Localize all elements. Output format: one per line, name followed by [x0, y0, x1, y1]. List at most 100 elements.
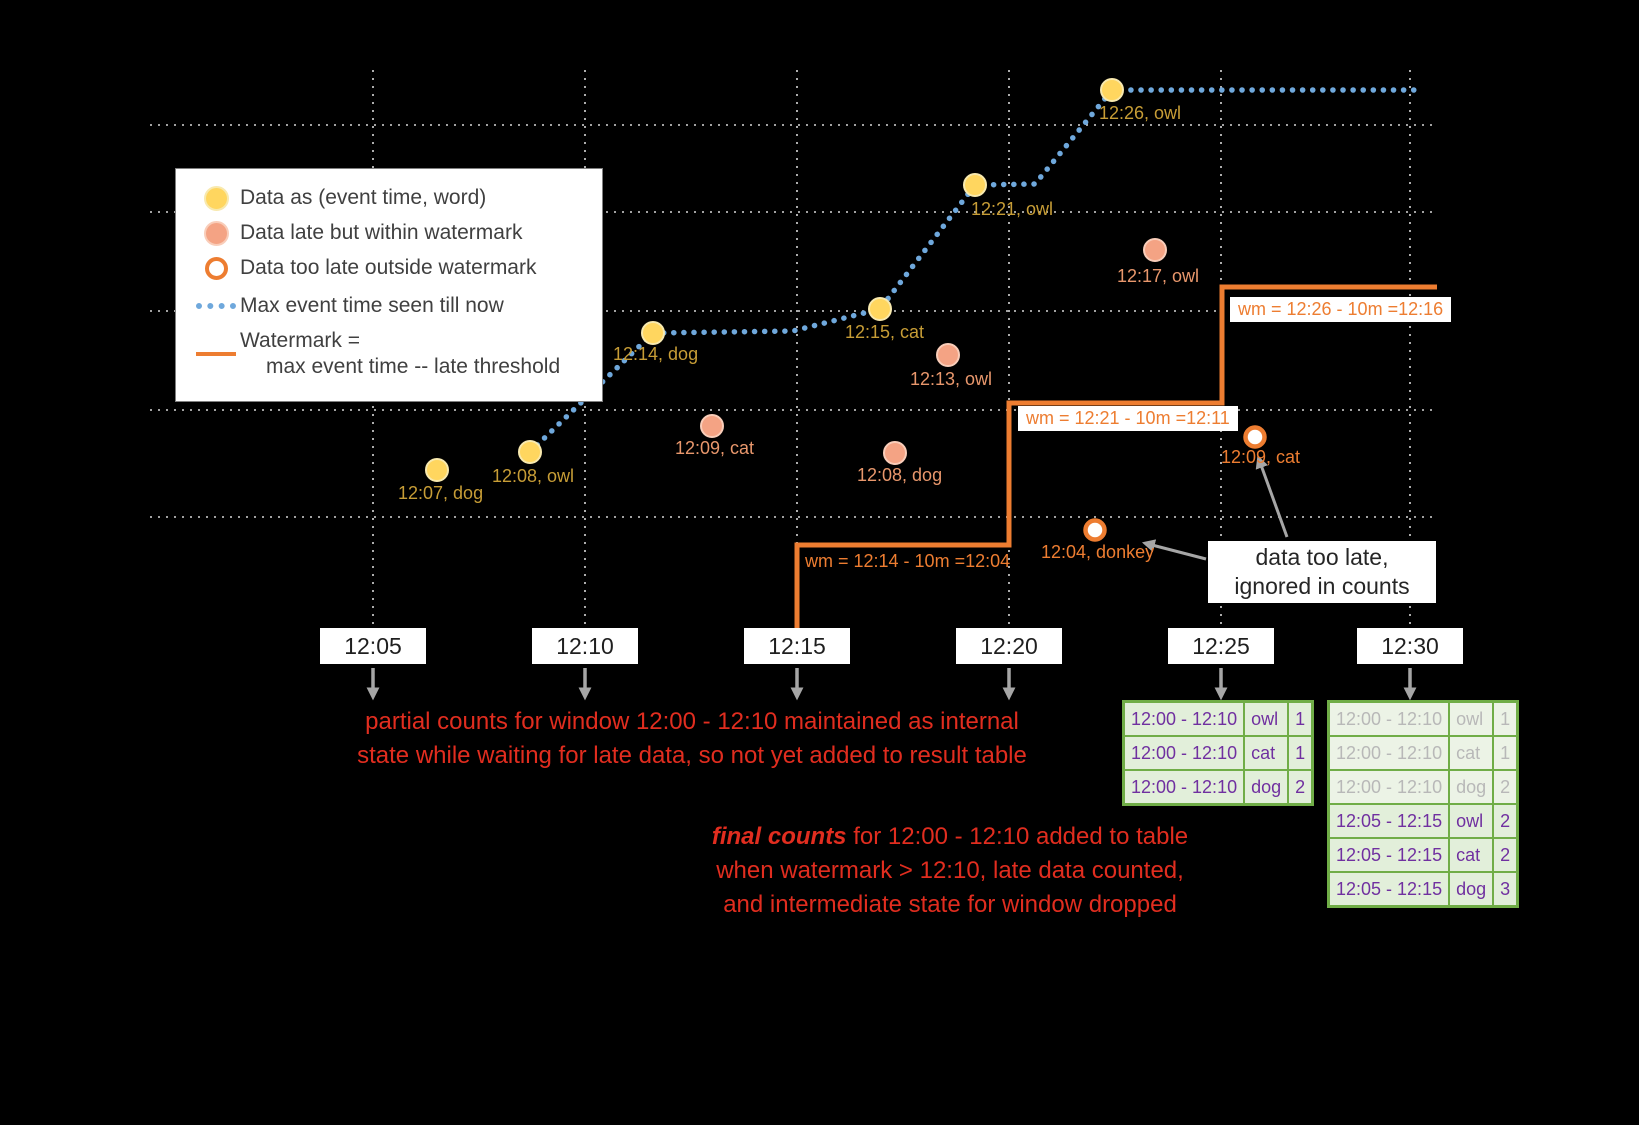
ontime-data-dot-icon: [203, 185, 229, 211]
callout-line2: ignored in counts: [1234, 573, 1410, 599]
final-counts-emphasis: final counts: [711, 823, 847, 850]
legend-marker: [192, 185, 240, 211]
point-label-late: 12:09, cat: [675, 438, 755, 458]
legend-marker: [192, 256, 240, 280]
cell-window: 12:05 - 12:15: [1327, 803, 1451, 839]
legend-label-line2: max event time -- late threshold: [266, 355, 561, 378]
point-label-ontime: 12:14, dog: [613, 344, 699, 364]
cell-word: dog: [1243, 769, 1290, 806]
cell-count: 2: [1492, 769, 1519, 805]
cell-word: dog: [1448, 871, 1495, 908]
cell-window: 12:00 - 12:10: [1122, 700, 1246, 737]
watermark-value-label: wm = 12:21 - 10m =12:11: [1018, 406, 1238, 431]
too-late-data-ring-icon: [204, 256, 228, 280]
legend-label: Data as (event time, word): [240, 185, 486, 211]
note-line: partial counts for window 12:00 - 12:10 …: [365, 708, 1019, 735]
legend-item: Data as (event time, word): [192, 185, 588, 211]
late-data-dot-icon: [203, 220, 229, 246]
point-label-ontime: 12:21, owl: [971, 199, 1054, 219]
legend-label: Watermark =max event time -- late thresh…: [240, 328, 560, 380]
legend-item: Data too late outside watermark: [192, 255, 588, 281]
data-point-late: [936, 343, 960, 367]
legend-item: Data late but within watermark: [192, 220, 588, 246]
data-point-too-late: [1243, 425, 1267, 449]
point-label-late: 12:08, dog: [857, 465, 943, 485]
cell-window: 12:00 - 12:10: [1327, 735, 1451, 771]
callout-line1: data too late,: [1255, 544, 1389, 570]
callout-arrow: [1255, 455, 1289, 538]
note-line: and intermediate state for window droppe…: [723, 891, 1177, 918]
cell-count: 1: [1492, 700, 1519, 737]
legend-label-line: Data late but within watermark: [240, 221, 523, 244]
cell-word: dog: [1448, 769, 1495, 805]
point-label-toolate: 12:04, donkey: [1041, 542, 1155, 562]
callout-arrow: [1141, 539, 1207, 561]
too-late-callout: data too late, ignored in counts: [1208, 541, 1436, 603]
cell-count: 1: [1287, 735, 1314, 771]
watermark-value-label: wm = 12:14 - 10m =12:04: [805, 551, 1011, 571]
time-tick-12-05: 12:05: [320, 628, 426, 664]
cell-count: 2: [1492, 803, 1519, 839]
cell-word: owl: [1448, 803, 1495, 839]
legend-label: Data too late outside watermark: [240, 255, 536, 281]
cell-window: 12:00 - 12:10: [1327, 700, 1451, 737]
time-tick-12-10: 12:10: [532, 628, 638, 664]
data-point-late: [1143, 238, 1167, 262]
time-tick-12-20: 12:20: [956, 628, 1062, 664]
data-point-ontime: [868, 297, 892, 321]
watermark-line-icon: [196, 352, 236, 356]
time-tick-12-30: 12:30: [1357, 628, 1463, 664]
time-tick-12-15: 12:15: [744, 628, 850, 664]
note-line: state while waiting for late data, so no…: [357, 742, 1027, 769]
point-label-late: 12:17, owl: [1117, 266, 1200, 286]
watermark-value-label: wm = 12:26 - 10m =12:16: [1230, 297, 1452, 322]
cell-count: 1: [1287, 700, 1314, 737]
data-point-late: [883, 441, 907, 465]
cell-count: 1: [1492, 735, 1519, 771]
point-label-ontime: 12:15, cat: [845, 322, 925, 342]
legend-item: Watermark =max event time -- late thresh…: [192, 328, 588, 380]
cell-window: 12:00 - 12:10: [1122, 735, 1246, 771]
data-point-too-late: [1083, 518, 1107, 542]
cell-count: 2: [1287, 769, 1314, 806]
cell-count: 2: [1492, 837, 1519, 873]
point-label-ontime: 12:07, dog: [398, 483, 484, 503]
point-label-ontime: 12:08, owl: [492, 466, 575, 486]
legend-item: Max event time seen till now: [192, 293, 588, 319]
cell-word: cat: [1448, 735, 1495, 771]
legend-marker: [192, 352, 240, 356]
data-point-ontime: [518, 440, 542, 464]
cell-window: 12:00 - 12:10: [1122, 769, 1246, 806]
partial-counts-note: partial counts for window 12:00 - 12:10 …: [312, 705, 1072, 773]
legend-marker: [192, 303, 240, 309]
legend-marker: [192, 220, 240, 246]
data-point-ontime: [641, 321, 665, 345]
point-label-ontime: 12:26, owl: [1099, 103, 1182, 123]
cell-window: 12:00 - 12:10: [1327, 769, 1451, 805]
data-point-ontime: [963, 173, 987, 197]
legend-label: Data late but within watermark: [240, 220, 522, 246]
cell-word: owl: [1243, 700, 1290, 737]
note-line: when watermark > 12:10, late data counte…: [716, 857, 1184, 884]
max-event-time-line: [527, 87, 1424, 455]
data-point-late: [700, 414, 724, 438]
data-point-ontime: [425, 458, 449, 482]
final-counts-note: final counts for 12:00 - 12:10 added to …: [680, 820, 1220, 922]
legend-label-line: Data as (event time, word): [240, 186, 487, 209]
cell-count: 3: [1492, 871, 1519, 908]
data-point-ontime: [1100, 78, 1124, 102]
legend-label-line: Max event time seen till now: [240, 294, 504, 317]
cell-word: cat: [1243, 735, 1290, 771]
